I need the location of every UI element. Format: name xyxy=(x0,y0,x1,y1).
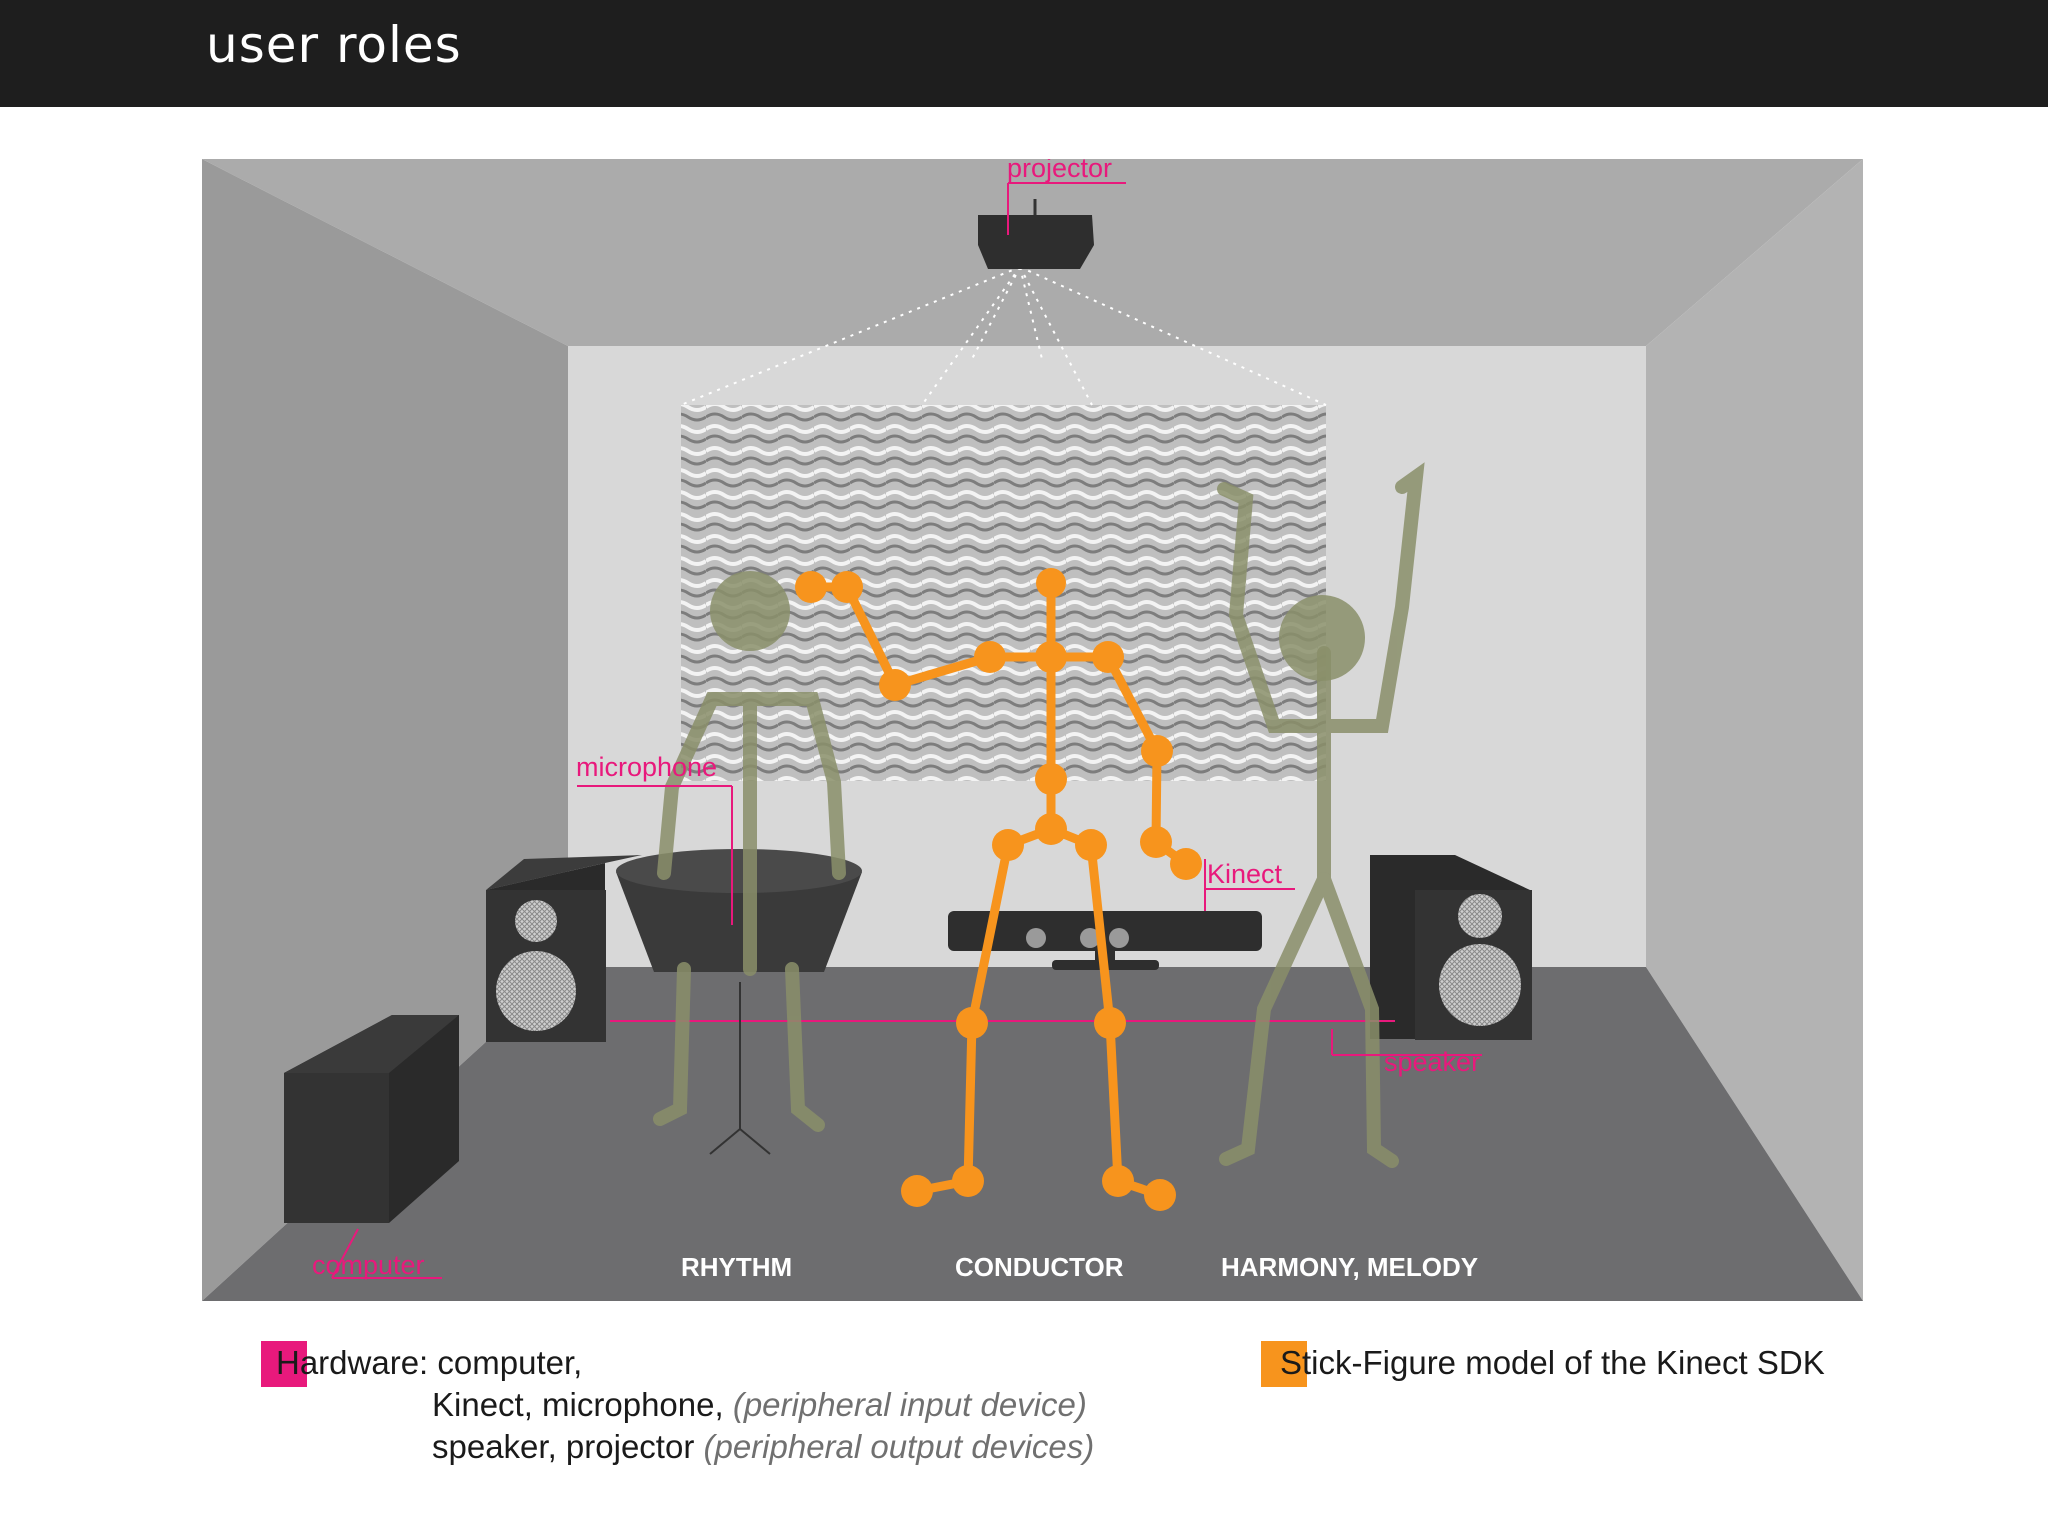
role-rhythm: RHYTHM xyxy=(681,1252,792,1282)
legend-hardware-title: Hardware: computer, xyxy=(276,1344,582,1382)
callout-leaders xyxy=(331,785,1482,1279)
right-wall xyxy=(1646,159,1863,1301)
projector: projector xyxy=(978,159,1126,269)
legend-stick-figure: Stick-Figure model of the Kinect SDK xyxy=(1280,1344,1825,1382)
skeleton-joints xyxy=(795,568,1202,1211)
room-diagram: projector xyxy=(202,159,1863,1301)
legend-hardware-line2: Kinect, microphone, (peripheral input de… xyxy=(432,1386,1087,1424)
legend-hardware-line3: speaker, projector (peripheral output de… xyxy=(432,1428,1094,1466)
speaker-right xyxy=(1370,855,1532,1040)
projector-label: projector xyxy=(1007,159,1112,183)
role-harmony-melody: HARMONY, MELODY xyxy=(1221,1252,1478,1282)
computer xyxy=(284,1015,459,1223)
left-wall xyxy=(202,159,568,1301)
hardware-swatch xyxy=(261,1341,307,1387)
kinect-skeleton xyxy=(795,568,1202,1211)
projection-screen xyxy=(681,405,1326,781)
page-title: user roles xyxy=(206,16,462,74)
hardware-label: Hardware: xyxy=(276,1344,429,1381)
figure-harmony-head xyxy=(1279,595,1365,681)
drum xyxy=(616,849,862,1155)
figure-rhythm xyxy=(653,692,846,1132)
speaker-label: speaker xyxy=(1384,1047,1480,1077)
figure-harmony xyxy=(1217,462,1425,1168)
stick-figure-label: Stick-Figure model of the Kinect SDK xyxy=(1280,1344,1825,1381)
hardware-line1: computer, xyxy=(437,1344,583,1381)
speaker-left xyxy=(486,855,642,1042)
hardware-line2: Kinect, microphone, xyxy=(432,1386,724,1423)
computer-label: computer xyxy=(312,1250,425,1280)
floor xyxy=(202,967,1863,1301)
title-bar: user roles xyxy=(0,0,2048,107)
hardware-line2-note: (peripheral input device) xyxy=(732,1386,1087,1423)
hardware-line3-note: (peripheral output devices) xyxy=(703,1428,1095,1465)
stick-figure-swatch xyxy=(1261,1341,1307,1387)
hardware-line3: speaker, projector xyxy=(432,1428,695,1465)
projection-beams xyxy=(680,266,1327,406)
kinect-label: Kinect xyxy=(1207,859,1283,889)
microphone-label: microphone xyxy=(576,752,717,782)
figure-rhythm-head xyxy=(710,571,790,651)
role-conductor: CONDUCTOR xyxy=(955,1252,1124,1282)
